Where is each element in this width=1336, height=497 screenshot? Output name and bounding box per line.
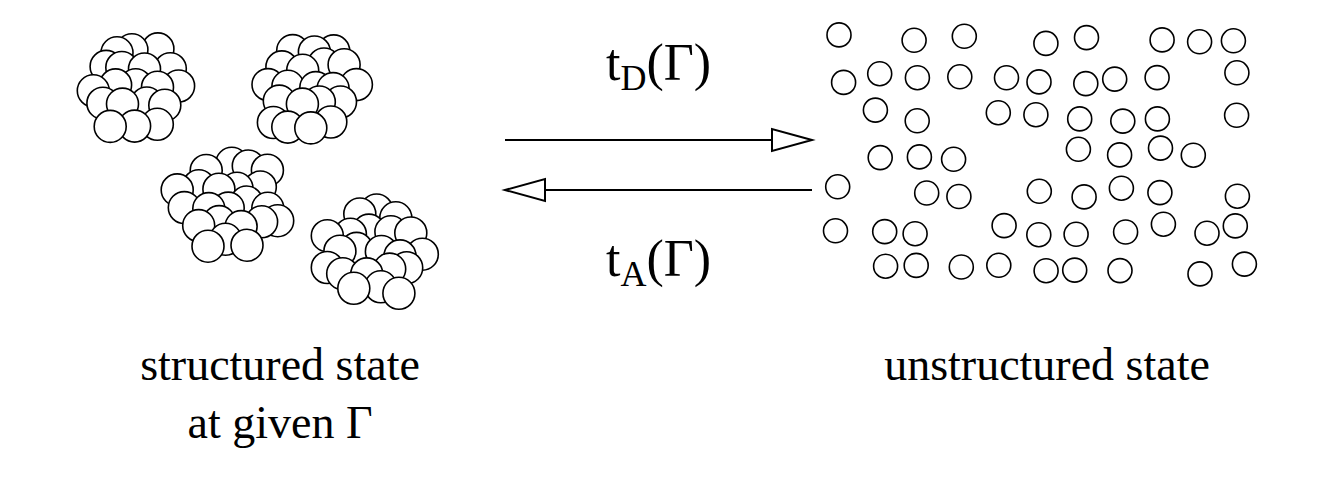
particle: [1225, 61, 1249, 85]
particle: [231, 229, 263, 261]
rate-label: tD(Γ): [602, 33, 715, 108]
particle: [1108, 143, 1132, 167]
particle: [905, 109, 929, 133]
particle: [1151, 212, 1175, 236]
particle: [1188, 30, 1212, 54]
label-part: (Γ): [646, 34, 711, 91]
particle: [915, 181, 939, 205]
particle: [1221, 29, 1245, 53]
particle: [1074, 72, 1098, 96]
particle: [1114, 220, 1138, 244]
particle: [1027, 70, 1051, 94]
label-part: (Γ): [646, 230, 711, 287]
state-caption: structured state at given Γ: [125, 336, 435, 452]
particle: [907, 145, 931, 169]
particle: [949, 255, 973, 279]
particle: [992, 214, 1016, 238]
particle: [1149, 136, 1173, 160]
arrow-head: [505, 179, 545, 201]
particle: [338, 272, 370, 304]
particle: [826, 175, 850, 199]
particle: [868, 62, 892, 86]
state-panel: unstructured state: [812, 8, 1282, 478]
particle: [1223, 214, 1247, 238]
particle: [868, 146, 892, 170]
particle: [1075, 26, 1099, 50]
transition-arrow: [505, 140, 772, 141]
particle: [832, 70, 856, 94]
particle: [383, 277, 415, 309]
particle: [863, 98, 887, 122]
particle: [1188, 262, 1212, 286]
particle: [952, 24, 976, 48]
particle: [1034, 259, 1058, 283]
label-part: D: [620, 58, 646, 98]
rate-label: tA(Γ): [602, 229, 715, 304]
particle: [1195, 221, 1219, 245]
particle: [1027, 179, 1051, 203]
particle: [903, 222, 927, 246]
particle: [1066, 137, 1090, 161]
particle: [1027, 223, 1051, 247]
particle: [1150, 28, 1174, 52]
particle: [987, 253, 1011, 277]
particle: [295, 112, 327, 144]
particle: [1108, 259, 1132, 283]
particle: [1145, 107, 1169, 131]
label-part: A: [620, 254, 646, 294]
particle: [94, 110, 126, 142]
particle: [1064, 222, 1088, 246]
particle: [905, 66, 929, 90]
particle: [902, 28, 926, 52]
particle: [986, 101, 1010, 125]
particle: [904, 253, 928, 277]
particle: [873, 220, 897, 244]
particle: [947, 185, 971, 209]
particle: [1072, 185, 1096, 209]
arrow-line: [505, 139, 772, 141]
particle: [1181, 143, 1205, 167]
particle: [1111, 109, 1135, 133]
particle: [1034, 31, 1058, 55]
particle: [1068, 107, 1092, 131]
particle: [942, 147, 966, 171]
arrow-head: [772, 129, 812, 151]
state-panel: structured state at given Γ: [55, 8, 505, 478]
particle: [1109, 176, 1133, 200]
particle: [1063, 258, 1087, 282]
particle: [824, 219, 848, 243]
particle: [874, 254, 898, 278]
particle: [948, 65, 972, 89]
transition-arrow: [545, 190, 812, 191]
particle: [192, 230, 224, 262]
particle: [1024, 103, 1048, 127]
label-part: t: [606, 34, 620, 91]
particle: [1148, 181, 1172, 205]
arrow-line: [545, 189, 812, 191]
particle: [995, 66, 1019, 90]
particle: [1225, 103, 1249, 127]
label-part: t: [606, 230, 620, 287]
particle: [827, 23, 851, 47]
particle: [1225, 184, 1249, 208]
particle: [1145, 66, 1169, 90]
particle: [1103, 67, 1127, 91]
particle: [1232, 252, 1256, 276]
state-caption: unstructured state: [817, 336, 1277, 394]
